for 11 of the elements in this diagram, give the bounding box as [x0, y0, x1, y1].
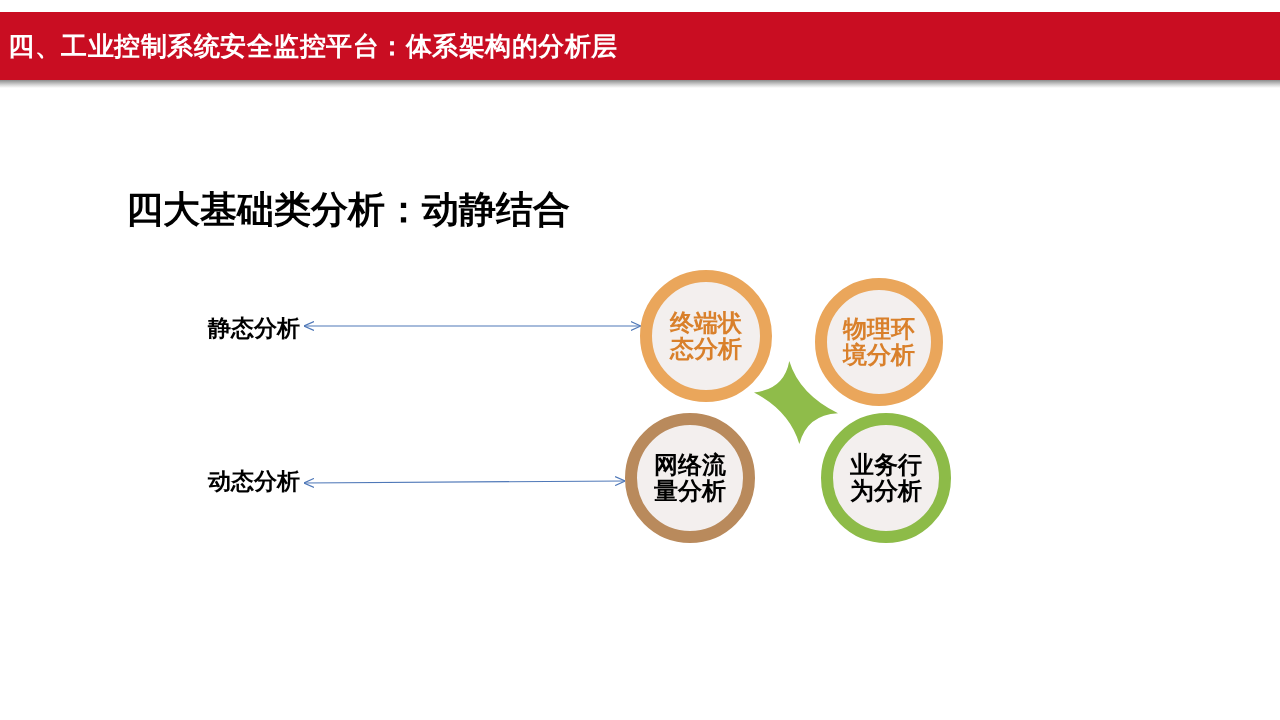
analysis-label: 静态分析	[208, 313, 300, 343]
double-arrow	[303, 475, 626, 489]
analysis-circle: 业务行为分析	[821, 413, 951, 543]
star-shape	[754, 361, 838, 444]
analysis-label: 动态分析	[208, 466, 300, 496]
section-heading: 四大基础类分析：动静结合	[126, 190, 570, 230]
analysis-circle: 网络流量分析	[625, 413, 755, 543]
double-arrow	[303, 320, 642, 332]
analysis-circle: 终端状态分析	[640, 270, 772, 402]
title-bar: 四、工业控制系统安全监控平台：体系架构的分析层	[0, 12, 1280, 88]
analysis-circle: 物理环境分析	[815, 278, 943, 406]
